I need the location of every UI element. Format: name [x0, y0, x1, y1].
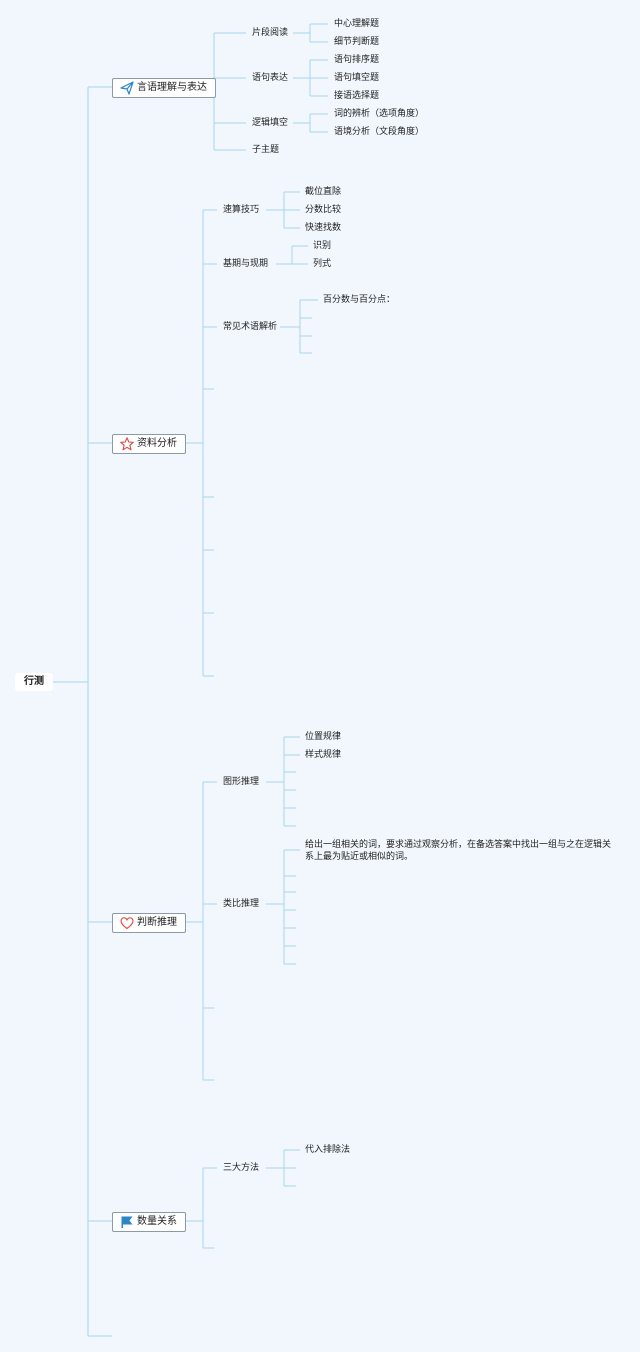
node-leaf[interactable]: 中心理解题	[334, 19, 380, 29]
node-leaf[interactable]: 分数比较	[305, 205, 342, 215]
node-yuju[interactable]: 语句表达	[252, 73, 289, 83]
node-jiqi[interactable]: 基期与现期	[223, 259, 269, 269]
node-tuxing[interactable]: 图形推理	[223, 777, 260, 787]
node-leaf[interactable]: 截位直除	[305, 187, 342, 197]
node-leaf[interactable]: 细节判断题	[334, 37, 380, 47]
node-leibi-desc[interactable]: 给出一组相关的词，要求通过观察分析，在备选答案中找出一组与之在逻辑关系上最为贴近…	[305, 840, 612, 862]
node-leaf[interactable]: 快速找数	[305, 223, 342, 233]
node-data-label: 资料分析	[137, 438, 177, 449]
node-leaf[interactable]: 词的辨析（选项角度）	[334, 109, 425, 119]
node-verbal[interactable]: 言语理解与表达	[112, 78, 216, 98]
node-sanda[interactable]: 三大方法	[223, 1163, 260, 1173]
root-node[interactable]: 行测	[15, 673, 53, 691]
flag-icon	[121, 1216, 133, 1228]
node-judgment[interactable]: 判断推理	[112, 913, 186, 933]
node-leaf[interactable]: 百分数与百分点：	[323, 295, 396, 305]
node-leaf[interactable]: 样式规律	[305, 750, 342, 760]
node-quant[interactable]: 数量关系	[112, 1212, 186, 1232]
node-leaf[interactable]: 代入排除法	[305, 1145, 351, 1155]
node-pianduan[interactable]: 片段阅读	[252, 28, 289, 38]
node-leibi[interactable]: 类比推理	[223, 899, 260, 909]
star-icon	[120, 437, 134, 451]
heart-icon	[120, 917, 134, 930]
node-leaf[interactable]: 位置规律	[305, 732, 342, 742]
node-zizhuti[interactable]: 子主题	[252, 145, 280, 155]
node-leaf[interactable]: 语句填空题	[334, 73, 380, 83]
node-luoji[interactable]: 逻辑填空	[252, 118, 289, 128]
node-quant-label: 数量关系	[137, 1216, 177, 1227]
node-leaf[interactable]: 列式	[313, 259, 332, 269]
node-shuyu[interactable]: 常见术语解析	[223, 322, 278, 332]
node-leaf[interactable]: 语境分析（文段角度）	[334, 127, 425, 137]
node-leaf[interactable]: 识别	[313, 241, 332, 251]
node-susuan[interactable]: 速算技巧	[223, 205, 260, 215]
paper-plane-icon	[120, 81, 134, 95]
node-leaf[interactable]: 接语选择题	[334, 91, 380, 101]
node-data[interactable]: 资料分析	[112, 434, 186, 454]
node-verbal-label: 言语理解与表达	[137, 82, 207, 93]
node-leaf[interactable]: 语句排序题	[334, 55, 380, 65]
node-judgment-label: 判断推理	[137, 917, 177, 928]
